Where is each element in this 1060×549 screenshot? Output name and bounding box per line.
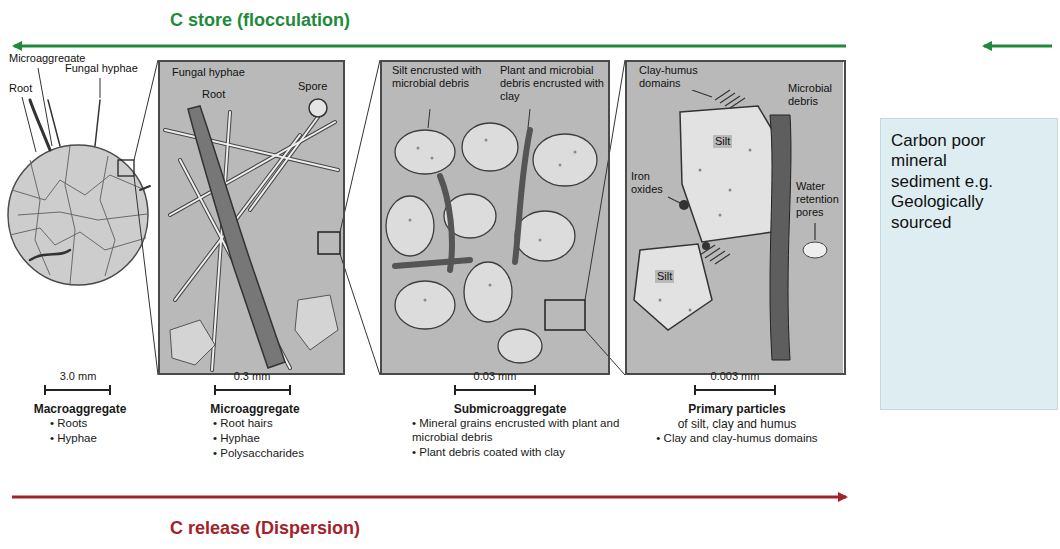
zoom-panel: Silt encrusted with microbial debrisPlan… [380, 60, 610, 375]
caption-title: Macroaggregate [10, 402, 150, 416]
source-box: Carbon poor mineral sediment e.g. Geolog… [880, 118, 1058, 410]
part-label: Root [200, 88, 227, 101]
caption-title: Primary particles [632, 402, 842, 416]
scale-label: 3.0 mm [38, 370, 118, 383]
caption-bullet: • Plant debris coated with clay [412, 446, 622, 460]
part-label: Silt encrusted with microbial debris [390, 64, 498, 90]
part-label: Root [8, 82, 33, 95]
part-label: Clay-humus domains [637, 64, 709, 90]
zoom-panel: Clay-humus domainsMicrobial debrisSiltIr… [625, 60, 846, 375]
part-label: Fungal hyphae [170, 66, 247, 79]
caption-bullet: • Hyphae [213, 432, 260, 446]
part-label: Spore [296, 80, 329, 93]
caption-bullet: • Mineral grains encrusted with plant an… [412, 417, 622, 445]
caption-bullet: • Roots [50, 417, 87, 431]
part-label: Water retention pores [794, 180, 842, 220]
caption-text: of silt, clay and humus [632, 417, 842, 431]
part-label: Silt [713, 135, 732, 148]
caption-title: Microaggregate [182, 402, 328, 416]
part-label: Microbial debris [786, 82, 840, 108]
scale-label: 0.003 mm [695, 370, 775, 383]
caption-bullet: • Root hairs [213, 417, 273, 431]
process-label: C store (flocculation) [170, 10, 350, 32]
scale-label: 0.3 mm [212, 370, 292, 383]
scale-label: 0.03 mm [455, 370, 535, 383]
caption-title: Submicroaggregate [398, 402, 622, 416]
process-label: C release (Dispersion) [170, 518, 360, 540]
part-label: Fungal hyphae [64, 62, 139, 75]
part-label: Plant and microbial debris encrusted wit… [498, 64, 606, 104]
caption-bullet: • Clay and clay-humus domains [632, 432, 842, 446]
part-label: Silt [655, 270, 674, 283]
caption-bullet: • Hyphae [50, 432, 97, 446]
part-label: Iron oxides [629, 170, 673, 196]
source-text: Carbon poor mineral sediment e.g. Geolog… [891, 131, 995, 233]
zoom-panel: Fungal hyphaeRoot Spore [158, 60, 345, 375]
caption-bullet: • Polysaccharides [213, 447, 304, 461]
